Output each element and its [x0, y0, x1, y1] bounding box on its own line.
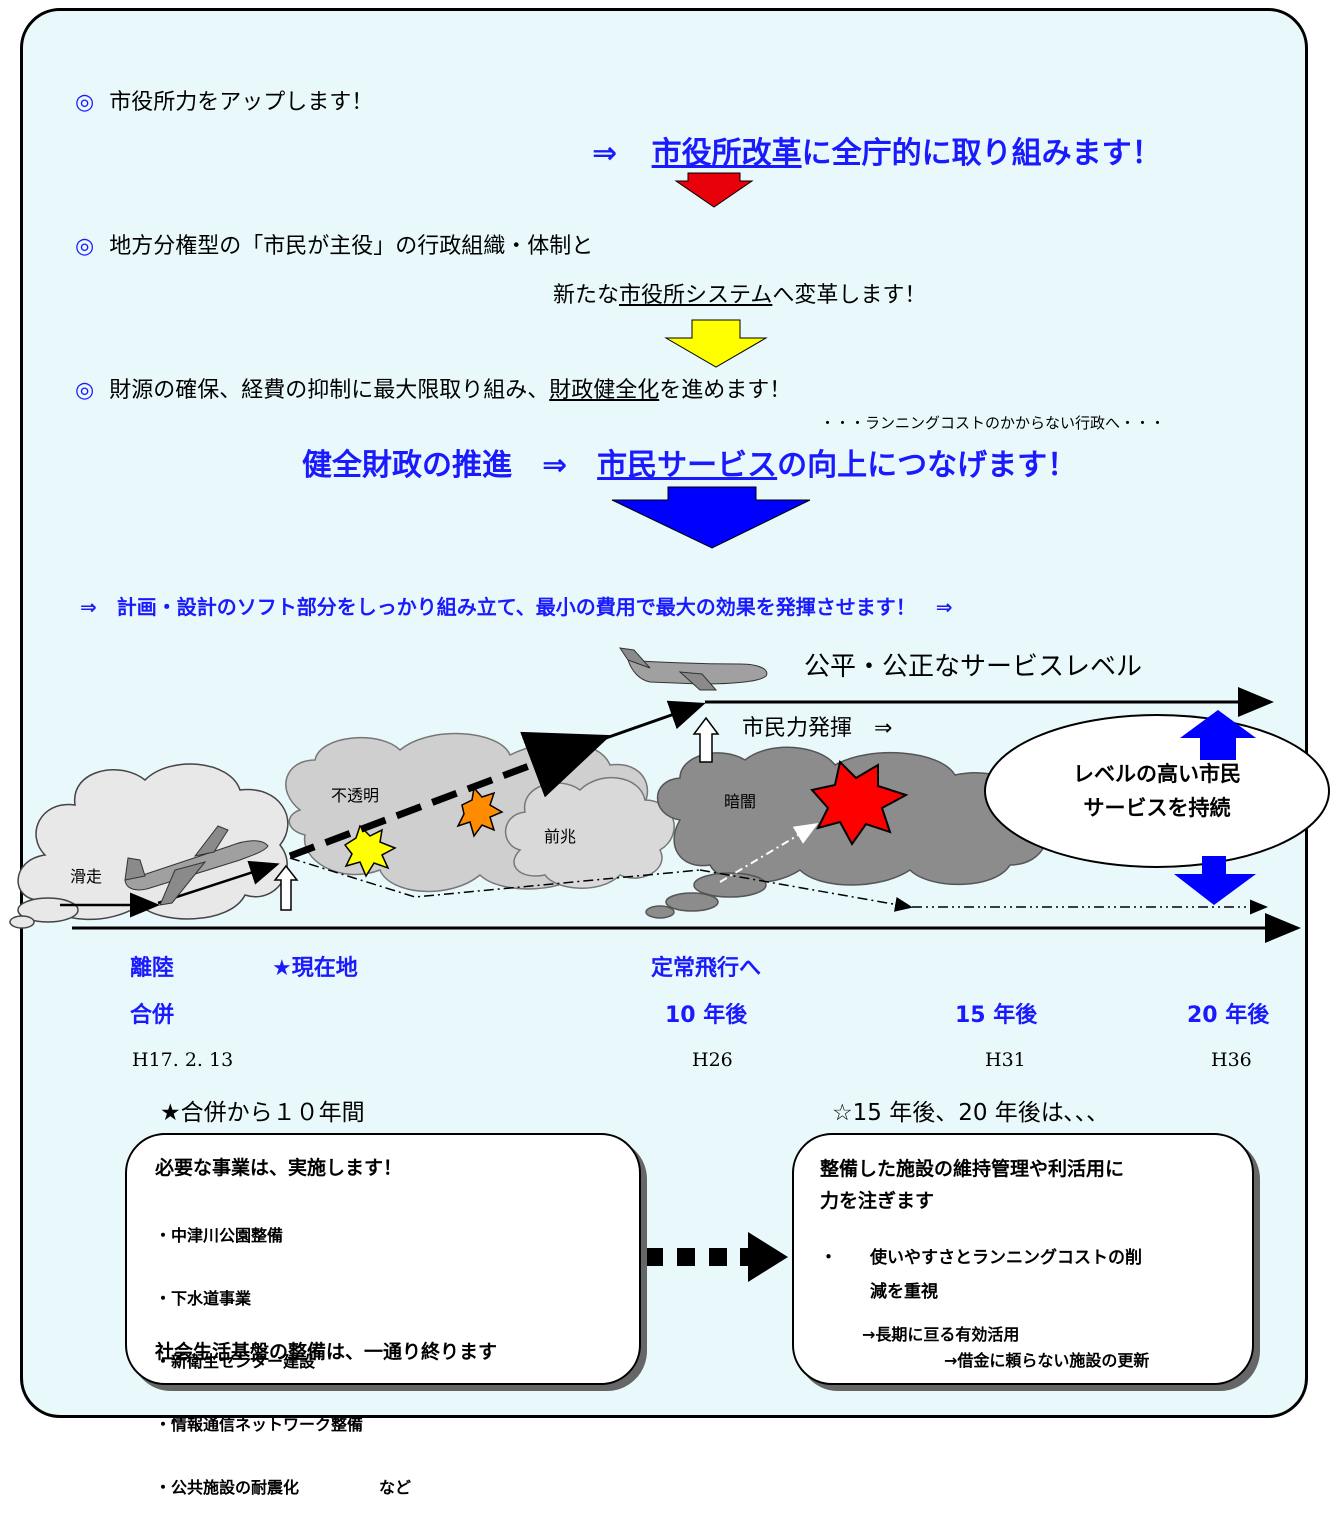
low-dashdot-path	[699, 869, 913, 912]
list-item: ・公共施設の耐震化 など	[155, 1478, 412, 1497]
list-item: ・下水道事業	[155, 1289, 252, 1308]
hollow-up-arrow-citizen	[692, 716, 720, 763]
left-note-heading: ★合併から１０年間	[160, 1100, 365, 1126]
hollow-up-arrow-current	[273, 864, 299, 911]
right-info-box: 整備した施設の維持管理や利活用に 力を注ぎます ・ 使いやすさとランニングコスト…	[792, 1133, 1254, 1385]
right-note-heading: ☆15 年後、20 年後は､､､	[832, 1100, 1099, 1126]
current-position-label: ★現在地	[272, 956, 358, 981]
header-line-3: ◎ 地方分権型の「市民が主役」の行政組織・体制と	[75, 234, 594, 259]
service-level-label: 公平・公正なサービスレベル	[804, 652, 1143, 682]
citizen-service-text: レベルの高い市民 サービスを持続	[1073, 762, 1241, 820]
climb-dashed-path	[288, 731, 612, 860]
merge-label: 合併	[130, 1003, 175, 1028]
list-item: ・情報通信ネットワーク整備	[155, 1415, 364, 1434]
double-circle-mark: ◎	[75, 378, 95, 403]
left-box-title: 必要な事業は、実施します！	[155, 1157, 403, 1179]
fifteen-years-label: 15 年後	[955, 1003, 1038, 1028]
blue-up-arrow	[1180, 710, 1256, 760]
left-info-box: 必要な事業は、実施します！ ・中津川公園整備 ・下水道事業 ・新衛生センター建設…	[125, 1133, 641, 1497]
citizen-power-label: 市民力発揮 ⇒	[742, 716, 893, 741]
cloud-omen-label: 前兆	[544, 827, 577, 846]
red-down-arrow	[674, 172, 754, 208]
right-box-sub2: →借金に頼らない施設の更新	[944, 1351, 1150, 1370]
right-box-bullet: ・	[820, 1248, 837, 1268]
right-box-title: 整備した施設の維持管理や利活用に 力を注ぎます	[820, 1158, 1125, 1212]
blue-down-arrow-small	[1174, 856, 1256, 905]
diagram-graphics	[9, 172, 1330, 1282]
cloud-taxi-label: 滑走	[70, 867, 103, 886]
blue-down-arrow	[611, 486, 811, 549]
climb-final-path	[605, 700, 706, 740]
white-dashdot-path	[719, 822, 819, 883]
airplane-takeoff-icon	[124, 825, 269, 906]
header-line-1: ◎ 市役所力をアップします！	[75, 90, 374, 115]
ten-years-date: H26	[692, 1049, 733, 1071]
double-circle-mark: ◎	[75, 234, 95, 259]
airplane-cruise-icon	[618, 647, 768, 691]
left-box-footer: 社会生活基盤の整備は、一通り終ります	[155, 1341, 498, 1363]
double-circle-mark: ◎	[75, 90, 95, 115]
cloud-omen	[504, 776, 675, 889]
orange-burst-icon	[456, 786, 504, 838]
yellow-down-arrow	[664, 319, 768, 368]
dotted-arrow-between-boxes	[645, 1232, 788, 1282]
right-box-sub1: →長期に亘る有効活用	[862, 1325, 1020, 1344]
steady-flight-label: 定常飛行へ	[651, 956, 762, 981]
fifteen-years-date: H31	[985, 1049, 1026, 1071]
header-line-2: ⇒ 市役所改革に全庁的に取り組みます！	[592, 136, 1162, 171]
cloud-opaque-label: 不透明	[331, 786, 380, 805]
right-box-bullet-text: 使いやすさとランニングコストの削 減を重視	[870, 1248, 1142, 1302]
list-item: ・新衛生センター建設	[155, 1352, 316, 1371]
red-burst-icon	[810, 759, 909, 846]
header-line-7: 健全財政の推進 ⇒ 市民サービスの向上につなげます！	[302, 448, 1078, 483]
header-line-8: ⇒ 計画・設計のソフト部分をしっかり組み立て、最小の費用で最大の効果を発揮させま…	[80, 595, 953, 619]
merge-date: H17. 2. 13	[132, 1049, 234, 1071]
citizen-service-ellipse	[984, 714, 1330, 868]
twenty-years-date: H36	[1211, 1049, 1252, 1071]
descent-dashdot-path	[289, 857, 701, 898]
twenty-years-label: 20 年後	[1187, 1003, 1270, 1028]
takeoff-label: 離陸	[130, 956, 175, 981]
header-line-4: 新たな市役所システムへ変革します！	[553, 283, 927, 308]
header-note: ・・・ランニングコストのかからない行政へ・・・	[820, 414, 1166, 432]
ten-years-label: 10 年後	[665, 1003, 748, 1028]
header-line-5: ◎ 財源の確保、経費の抑制に最大限取り組み、財政健全化を進めます！	[75, 378, 792, 403]
list-item: ・中津川公園整備	[155, 1226, 284, 1245]
cloud-dark-label: 暗闇	[724, 792, 757, 811]
